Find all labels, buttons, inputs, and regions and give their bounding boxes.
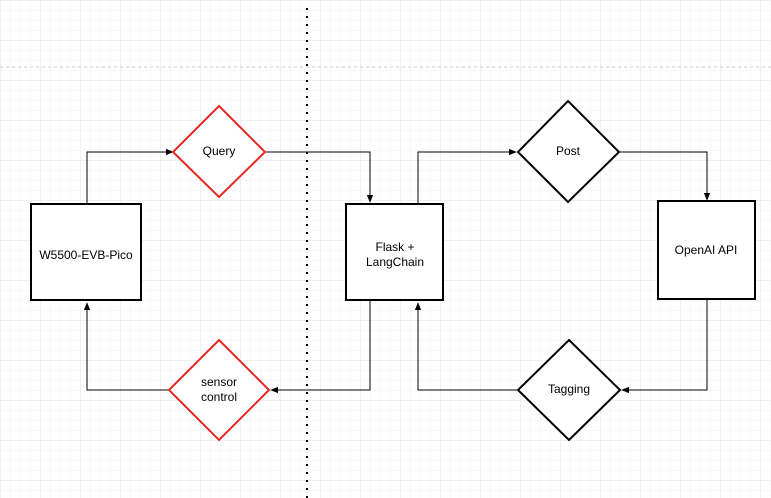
query-label: Query	[203, 144, 236, 158]
node-tagging-decision[interactable]: Tagging	[516, 338, 622, 442]
node-flask-langchain[interactable]: Flask + LangChain	[345, 203, 444, 301]
flask-label-line1: Flask +	[375, 240, 414, 254]
edge-w5500-to-query	[86, 148, 174, 203]
w5500-label: W5500-EVB-Pico	[39, 248, 133, 262]
flask-label-line2: LangChain	[366, 255, 424, 269]
node-w5500-evb-pico[interactable]: W5500-EVB-Pico	[30, 203, 142, 301]
node-post-decision[interactable]: Post	[516, 99, 621, 204]
tagging-label: Tagging	[548, 382, 590, 396]
node-openai-api[interactable]: OpenAI API	[657, 200, 756, 300]
edges	[83, 148, 711, 394]
post-label: Post	[556, 144, 581, 158]
edge-tagging-to-flask	[414, 302, 518, 391]
edge-post-to-openai	[620, 151, 711, 201]
node-query-decision[interactable]: Query	[171, 104, 267, 199]
sensor-label-line2: control	[201, 390, 237, 404]
edge-query-to-flask	[265, 151, 374, 203]
sensor-label-line1: sensor	[201, 375, 237, 389]
edge-flask-to-post	[417, 148, 517, 203]
edge-flask-to-sensor	[270, 300, 371, 394]
node-sensor-control-decision[interactable]: sensor control	[167, 338, 271, 442]
edge-openai-to-tagging	[621, 300, 708, 394]
edge-sensor-to-w5500	[83, 302, 169, 391]
openai-label: OpenAI API	[675, 243, 738, 257]
